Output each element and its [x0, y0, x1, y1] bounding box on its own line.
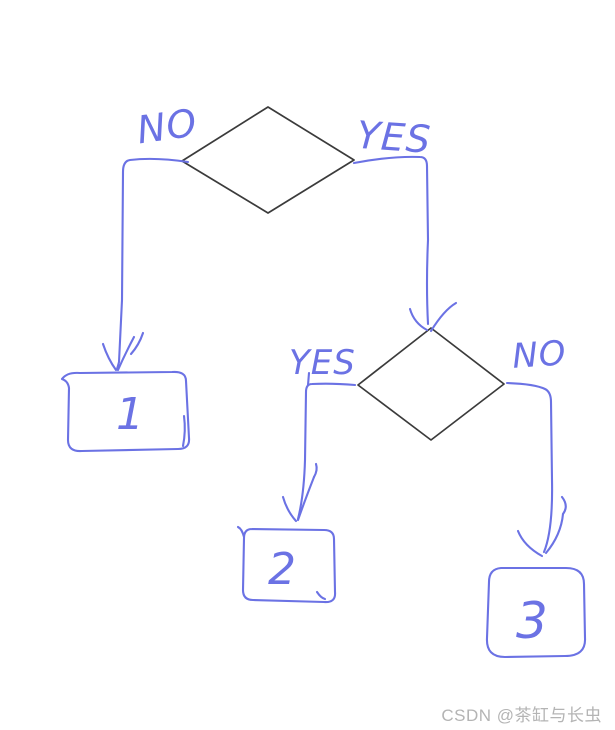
result-box-1: 1: [60, 370, 191, 453]
connector-decision2-no: [505, 381, 567, 558]
connector-decision1-yes: [352, 155, 458, 333]
result-box-3: 3: [485, 566, 587, 659]
arrowhead: [560, 495, 567, 516]
watermark: CSDN @茶缸与长虫: [441, 706, 602, 725]
result-box-2: 2: [236, 525, 337, 604]
label-decision1-yes: YES: [355, 113, 432, 162]
box-outline: [60, 370, 191, 453]
connector-line: [352, 155, 430, 326]
decision-node-1: [181, 106, 355, 214]
box-outline: [485, 566, 587, 659]
arrowhead: [408, 307, 429, 332]
arrowhead: [516, 529, 544, 558]
arrowhead: [101, 342, 118, 372]
box-stray-stroke: [181, 414, 186, 448]
arrowhead: [281, 495, 298, 523]
box-corner-tick: [236, 525, 246, 539]
arrowhead: [296, 475, 316, 522]
connector-line: [296, 382, 357, 521]
box-3-label: 3: [516, 592, 549, 650]
label-decision1-no: NO: [134, 100, 200, 152]
box-2-label: 2: [268, 544, 297, 595]
arrowhead: [312, 462, 318, 479]
arrowhead: [544, 512, 565, 555]
arrowhead: [129, 331, 145, 356]
connector-tick: [306, 371, 311, 387]
decision-node-2: [357, 327, 505, 441]
arrowhead: [429, 301, 458, 333]
connector-decision1-no: [101, 157, 190, 372]
arrowhead: [116, 335, 136, 372]
label-decision2-yes: YES: [289, 343, 356, 383]
label-decision2-no: NO: [511, 333, 568, 377]
connector-decision2-yes: [281, 371, 357, 523]
box-1-label: 1: [116, 389, 145, 440]
box-stray-stroke: [315, 590, 327, 601]
connector-line: [505, 381, 554, 554]
connector-line: [115, 157, 190, 371]
